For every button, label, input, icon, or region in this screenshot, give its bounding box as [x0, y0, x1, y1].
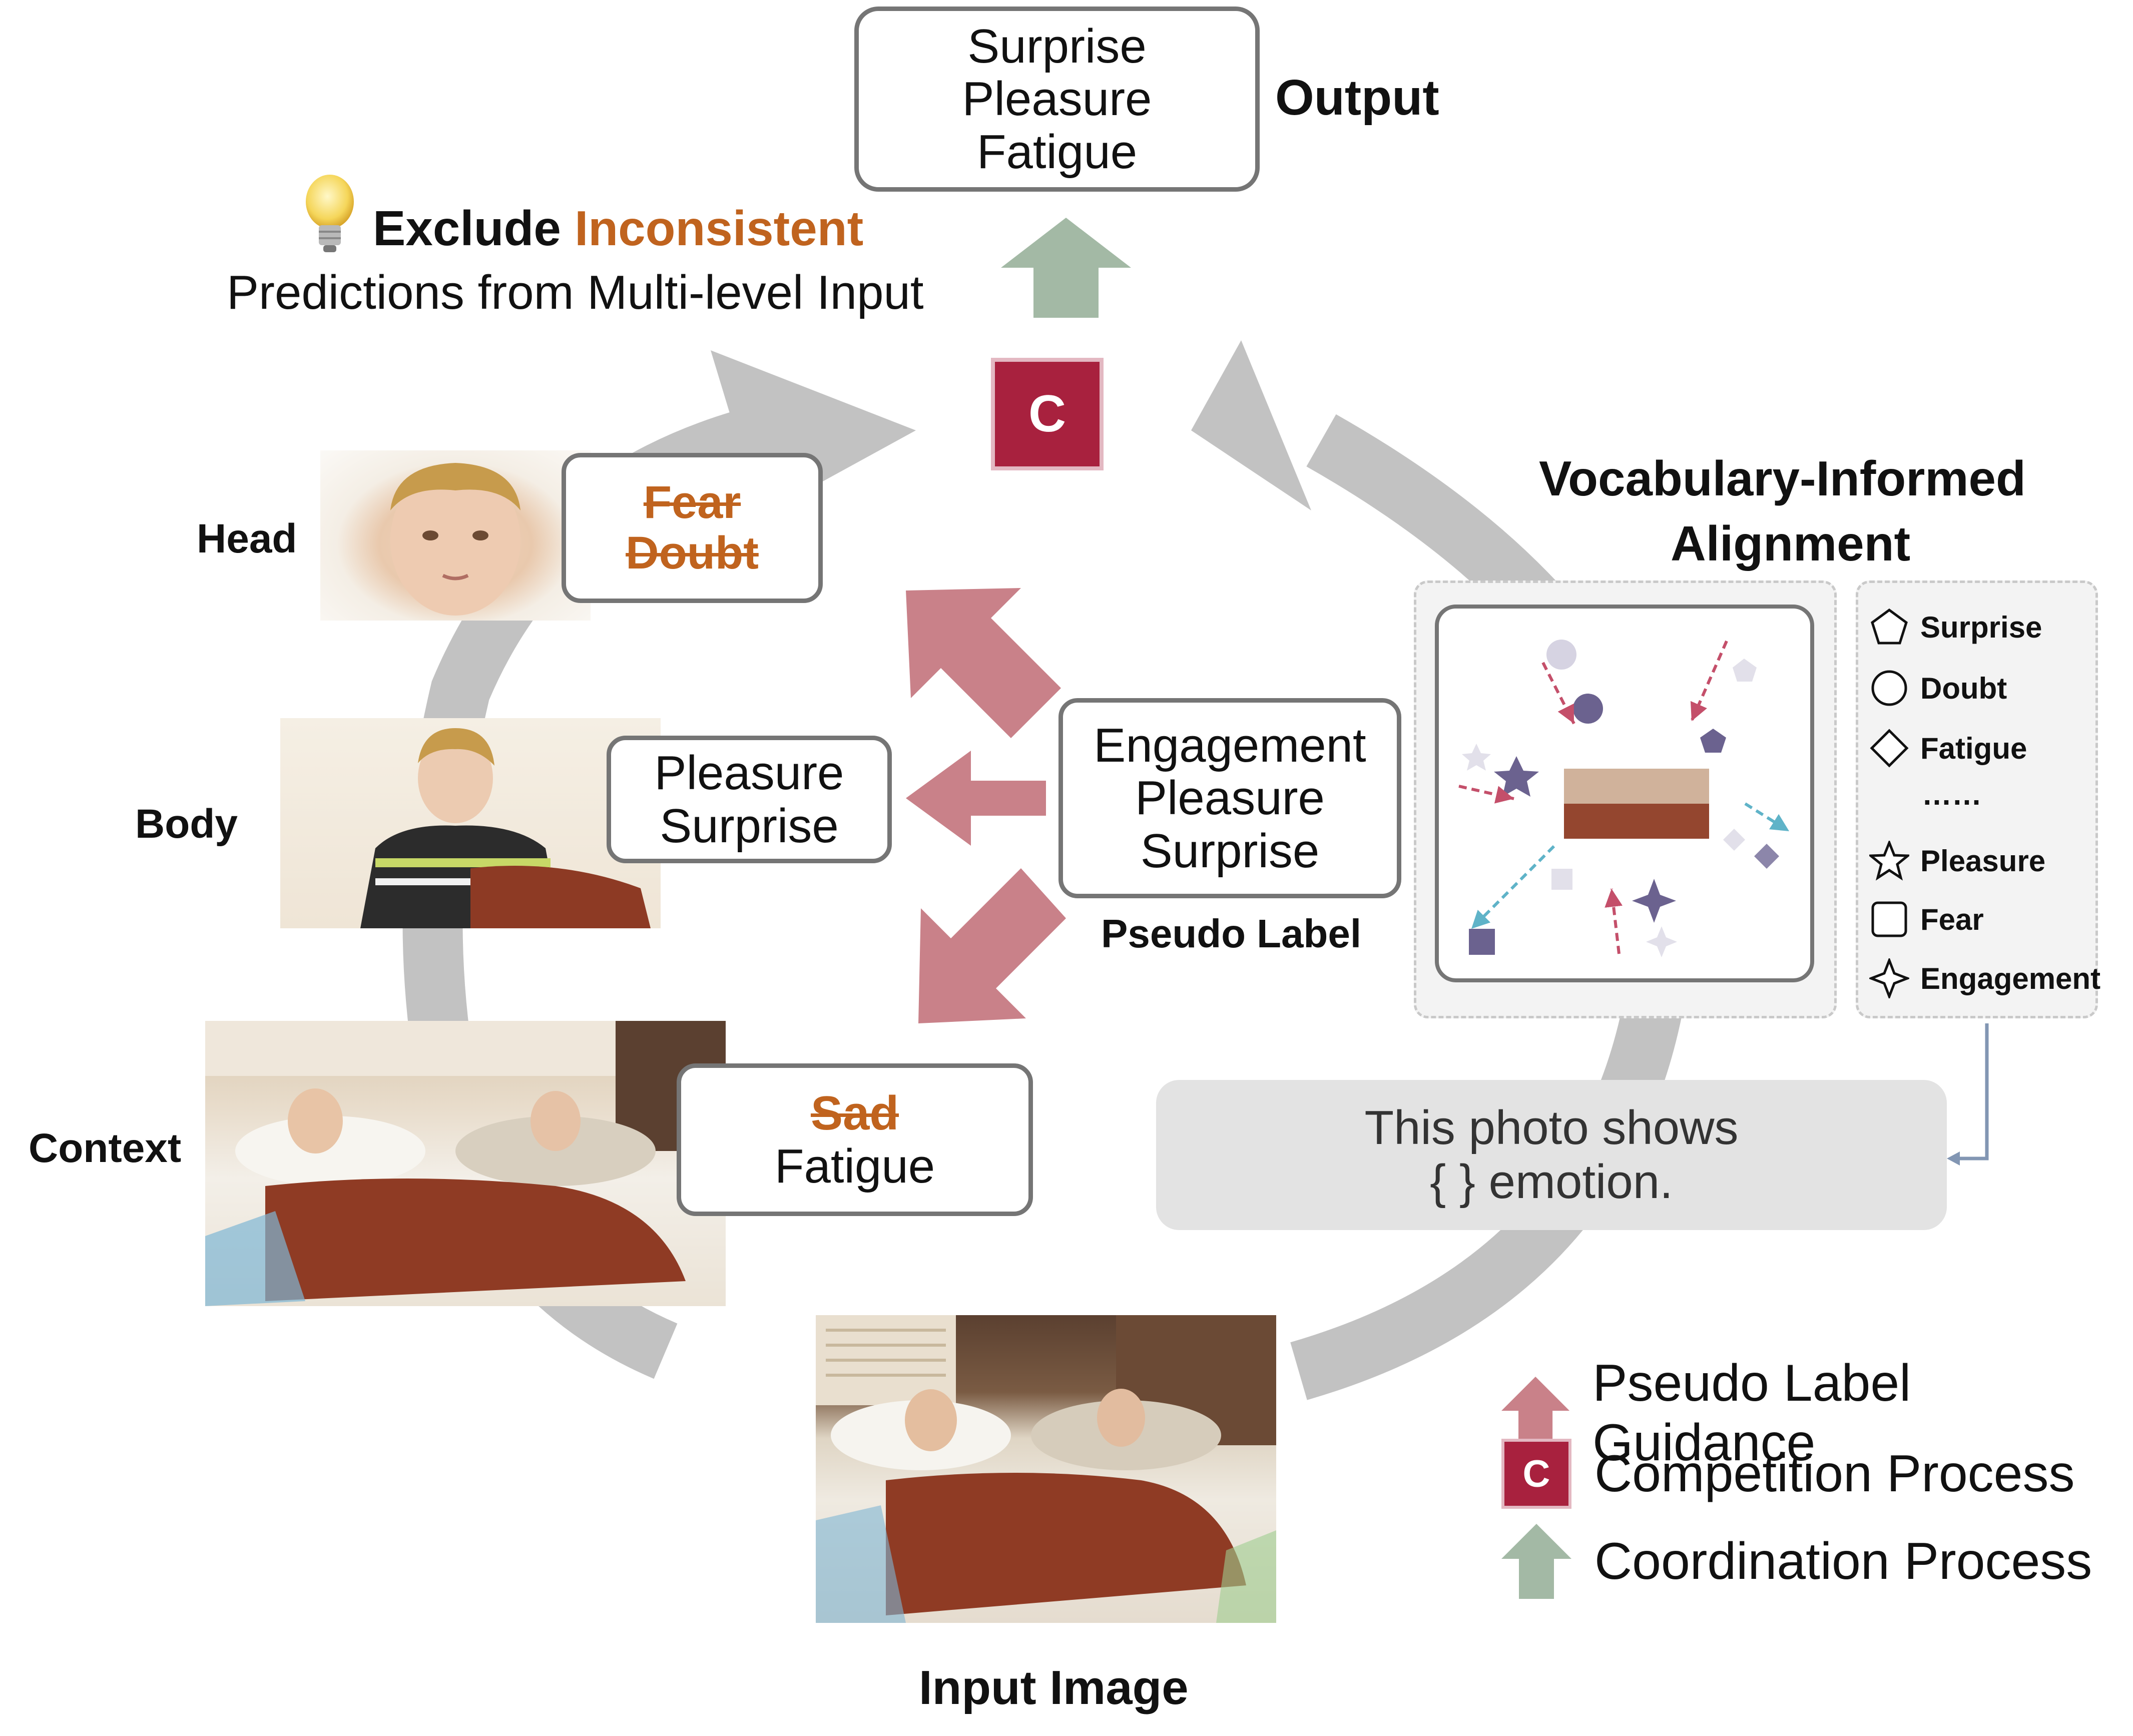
- body-photo: [280, 718, 661, 928]
- legend-item-competition: C Competition Process: [1501, 1439, 2075, 1509]
- vocab-label: Fear: [1920, 902, 1984, 936]
- vocab-label: Engagement: [1920, 961, 2101, 995]
- output-label: Output: [1275, 70, 1439, 126]
- body-prediction: Surprise: [660, 799, 839, 853]
- pseudo-label-guidance-arrows: [906, 588, 1066, 1023]
- vocab-item-surprise: Surprise: [1869, 607, 2042, 647]
- insight-exclude: Exclude: [373, 201, 561, 256]
- pseudo-label: Pleasure: [1135, 771, 1325, 825]
- square-icon: [1871, 901, 1907, 937]
- pseudo-label-caption: Pseudo Label: [1101, 911, 1362, 956]
- context-illustration: [205, 1021, 726, 1306]
- vocab-to-prompt-connector: [1947, 1023, 1989, 1166]
- insight-inconsistent: Inconsistent: [575, 201, 864, 256]
- vocabulary-panel: [1856, 581, 2098, 1018]
- competition-box: C: [991, 358, 1104, 470]
- prompt-line2: { } emotion.: [1430, 1155, 1673, 1209]
- head-illustration: [390, 463, 520, 616]
- embedding-plot: [1458, 640, 1790, 957]
- input-image: [816, 1315, 1276, 1623]
- output-emotion: Fatigue: [976, 125, 1138, 179]
- vocab-item-pleasure: Pleasure: [1869, 841, 2045, 881]
- insight-line2: Predictions from Multi-level Input: [227, 266, 924, 319]
- vocab-label: ……: [1922, 778, 1982, 811]
- output-emotion: Pleasure: [962, 72, 1152, 126]
- context-photo: [205, 1021, 726, 1306]
- context-prediction-struck: Sad: [810, 1086, 899, 1140]
- head-prediction-box: Fear Doubt: [562, 453, 823, 603]
- alignment-title-line2: Alignment: [1671, 516, 1911, 571]
- vocab-ellipsis: ……: [1922, 777, 1982, 812]
- vocab-label: Surprise: [1920, 610, 2042, 644]
- pink-arrow-icon: [1501, 1377, 1570, 1450]
- prompt-box: This photo shows { } emotion.: [1156, 1080, 1947, 1230]
- vocab-item-fatigue: Fatigue: [1869, 728, 2027, 768]
- coordination-arrow: [1001, 218, 1131, 318]
- context-prediction-box: Sad Fatigue: [677, 1063, 1033, 1216]
- four-point-star-icon: [1869, 958, 1909, 998]
- input-illustration: [816, 1315, 1276, 1623]
- vocab-label: Pleasure: [1920, 844, 2046, 878]
- head-label: Head: [197, 516, 297, 561]
- legend-item-coordination: Coordination Process: [1501, 1524, 2092, 1599]
- vocab-label: Doubt: [1920, 671, 2007, 705]
- head-prediction-struck: Doubt: [626, 527, 759, 578]
- competition-symbol: C: [1028, 385, 1066, 443]
- body-illustration: [360, 728, 651, 928]
- context-prediction: Fatigue: [774, 1139, 935, 1193]
- head-photo: [320, 450, 591, 621]
- embedding-space: [1435, 605, 1814, 982]
- vocab-label: Fatigue: [1920, 731, 2027, 765]
- star-icon: [1869, 841, 1909, 881]
- pseudo-label-box: Engagement Pleasure Surprise: [1058, 698, 1401, 898]
- head-prediction-struck: Fear: [643, 476, 741, 528]
- competition-c-letter: C: [1522, 1452, 1550, 1495]
- input-image-label: Input Image: [919, 1661, 1189, 1714]
- legend-label: Pseudo Label Guidance: [1592, 1354, 1911, 1472]
- circle-icon: [1871, 670, 1907, 706]
- insight-line1: Exclude Inconsistent: [373, 200, 863, 257]
- vocab-item-engagement: Engagement: [1869, 958, 2100, 998]
- output-emotion: Surprise: [967, 19, 1147, 73]
- diamond-icon: [1870, 729, 1909, 768]
- output-box: Surprise Pleasure Fatigue: [854, 7, 1260, 192]
- prompt-line1: This photo shows: [1364, 1101, 1739, 1155]
- competition-c-icon: C: [1501, 1439, 1571, 1509]
- body-label: Body: [135, 801, 238, 847]
- alignment-title-line1: Vocabulary-Informed: [1539, 451, 2026, 506]
- lightbulb-icon: [306, 175, 354, 252]
- legend-item-guidance: Pseudo Label Guidance: [1501, 1354, 2133, 1473]
- legend-label: Coordination Process: [1594, 1532, 2092, 1590]
- context-label: Context: [29, 1125, 182, 1171]
- vocab-item-fear: Fear: [1869, 899, 1984, 939]
- green-arrow-icon: [1501, 1524, 1571, 1599]
- pentagon-icon: [1871, 608, 1908, 645]
- pseudo-label: Surprise: [1140, 824, 1320, 878]
- pseudo-label: Engagement: [1094, 718, 1366, 772]
- body-prediction-box: Pleasure Surprise: [607, 736, 892, 863]
- legend-label: Competition Process: [1594, 1444, 2075, 1503]
- vocab-item-doubt: Doubt: [1869, 668, 2007, 708]
- body-prediction: Pleasure: [654, 746, 844, 800]
